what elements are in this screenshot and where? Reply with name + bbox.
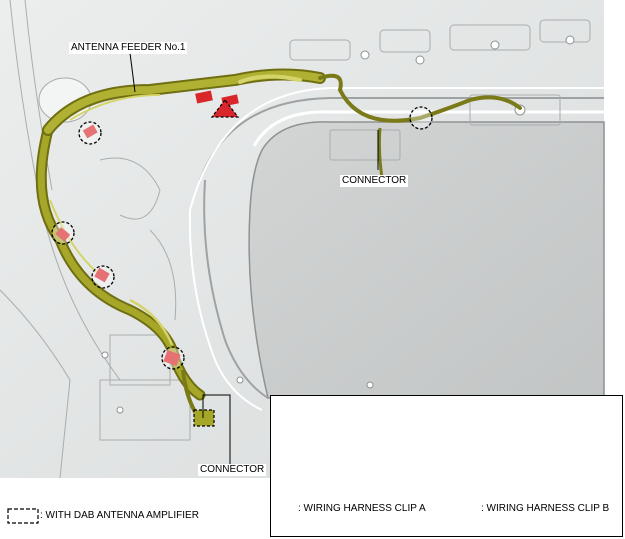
connector-label-right: CONNECTOR bbox=[340, 175, 409, 187]
clip-a-marker bbox=[78, 121, 102, 145]
antenna-feeder-harness bbox=[35, 68, 522, 422]
antenna-feeder-label: ANTENNA FEEDER No.1 bbox=[69, 42, 188, 54]
clip-a-marker bbox=[51, 221, 75, 245]
dab-legend-text: : WITH DAB ANTENNA AMPLIFIER bbox=[40, 510, 199, 521]
window-frame-edge bbox=[189, 87, 604, 211]
dab-legend-symbol bbox=[7, 508, 39, 524]
legend-box bbox=[270, 395, 623, 537]
clip-a-legend-text: : WIRING HARNESS CLIP A bbox=[298, 503, 426, 514]
window-frame-inner bbox=[252, 110, 604, 147]
window-frame-pillar-edge bbox=[188, 209, 263, 411]
clip-a-markers bbox=[51, 106, 433, 370]
leader-lines bbox=[129, 52, 379, 464]
clip-a-marker bbox=[409, 106, 433, 130]
window-frame-pillar bbox=[203, 179, 269, 399]
dab-connector-marker bbox=[193, 409, 215, 427]
clip-a-marker bbox=[91, 265, 115, 289]
clip-a-marker bbox=[161, 346, 185, 370]
clip-b-marker bbox=[210, 99, 240, 118]
rear-window-glass bbox=[248, 121, 605, 399]
connector-label-bottom: CONNECTOR bbox=[198, 464, 267, 476]
clip-b-legend-text: : WIRING HARNESS CLIP B bbox=[481, 503, 610, 514]
